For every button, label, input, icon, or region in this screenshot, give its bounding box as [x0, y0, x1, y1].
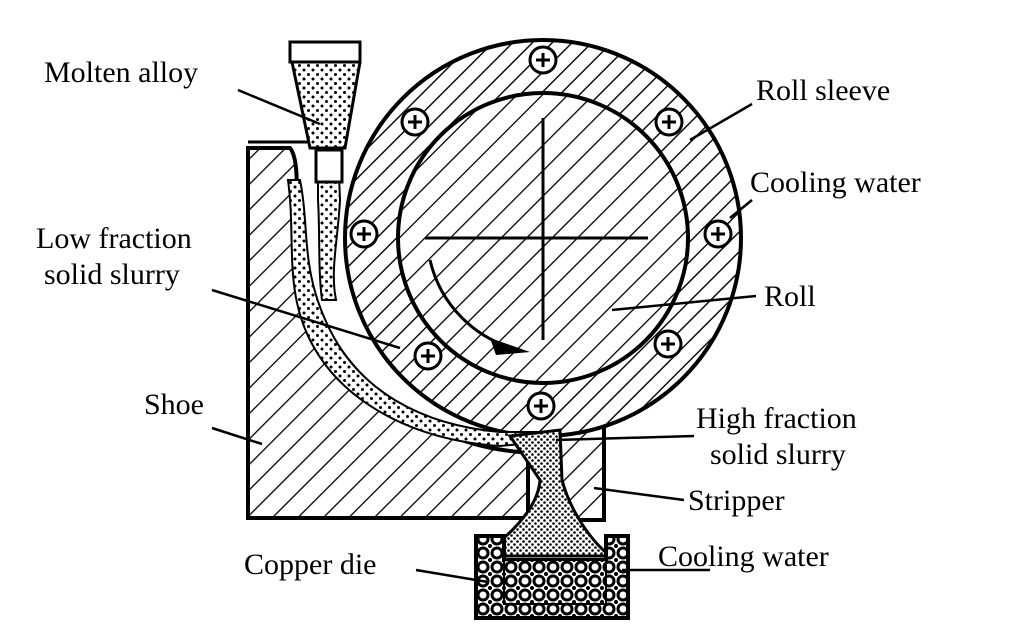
- label-stripper: Stripper: [688, 484, 785, 517]
- bolt-icon: [703, 219, 733, 249]
- label-molten-alloy: Molten alloy: [44, 56, 198, 89]
- label-shoe: Shoe: [144, 388, 204, 421]
- bolt-icon: [400, 107, 430, 137]
- bolt-icon: [413, 341, 443, 371]
- bolts: [349, 45, 733, 421]
- bolt-icon: [528, 45, 558, 75]
- label-cooling-water-top: Cooling water: [750, 166, 921, 199]
- label-high-fraction-line2: solid slurry: [710, 438, 846, 471]
- label-high-fraction-line1: High fraction: [696, 402, 857, 435]
- label-roll: Roll: [764, 280, 816, 313]
- rotation-arrowhead: [490, 338, 530, 355]
- funnel-nozzle: [314, 148, 344, 184]
- label-roll-sleeve: Roll sleeve: [756, 74, 890, 107]
- leader-lines: [211, 88, 757, 584]
- label-low-fraction-line1: Low fraction: [36, 222, 192, 255]
- funnel-top: [288, 40, 362, 64]
- bolt-icon: [653, 329, 683, 359]
- molten-stream: [317, 149, 342, 301]
- label-low-fraction-line2: solid slurry: [44, 258, 180, 291]
- bolt-icon: [349, 219, 379, 249]
- label-copper-die: Copper die: [244, 548, 376, 581]
- bolt-icon: [526, 391, 556, 421]
- bolt-icon: [654, 107, 684, 137]
- die-cavity: [503, 559, 607, 605]
- label-cooling-water-bottom: Cooling water: [658, 540, 829, 573]
- high-fraction-slurry: [474, 428, 615, 558]
